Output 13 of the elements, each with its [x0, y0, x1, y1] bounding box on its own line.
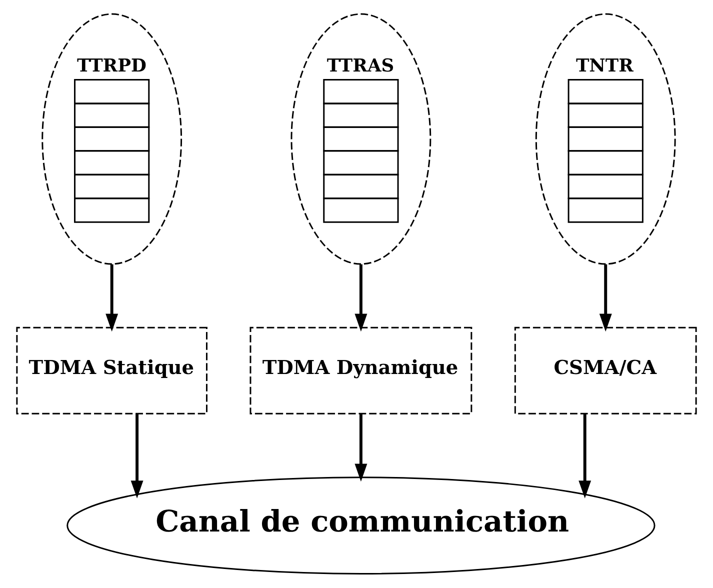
arrow	[354, 264, 368, 332]
node-box: TDMA Statique	[16, 326, 208, 414]
arrow	[130, 414, 144, 498]
node-box: TDMA Dynamique	[250, 326, 472, 414]
arrow	[106, 264, 118, 332]
arrow	[578, 414, 592, 498]
arrow	[599, 264, 612, 332]
node-ellipse: TNTR	[535, 13, 676, 265]
node-ellipse: TTRPD	[42, 13, 182, 265]
node-ellipse: Canal de communication	[66, 476, 656, 574]
arrow	[354, 414, 368, 482]
node-box: CSMA/CA	[514, 326, 697, 414]
node-ellipse: TTRAS	[290, 13, 432, 265]
